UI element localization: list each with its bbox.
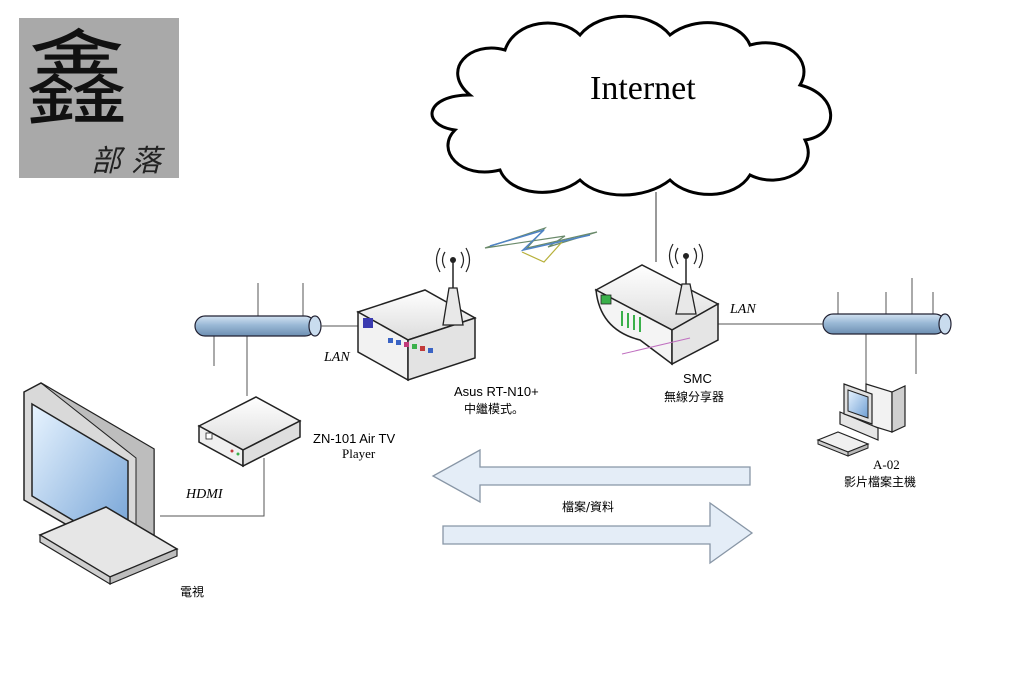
logo-image: 鑫 部落 — [19, 18, 179, 179]
asus-router-name: Asus RT-N10+ — [454, 384, 539, 399]
hdmi-label: HDMI — [186, 487, 223, 502]
logo-main-char: 鑫 — [25, 19, 130, 141]
tv-label: 電視 — [180, 585, 205, 599]
transfer-label: 檔案/資料 — [562, 500, 615, 514]
pc-desc: 影片檔案主機 — [844, 475, 917, 489]
smc-router-desc: 無線分享器 — [664, 390, 725, 404]
asus-router-icon — [356, 247, 477, 382]
hdmi-link-line — [160, 458, 265, 517]
smc-router-name: SMC — [683, 371, 712, 386]
player-name: ZN-101 Air TV — [313, 431, 396, 446]
wireless-signal-icon — [484, 226, 598, 263]
pc-name: A-02 — [873, 457, 900, 472]
media-player-icon — [197, 396, 302, 468]
desktop-pc-icon — [816, 383, 906, 457]
lan-bus-right — [718, 278, 952, 384]
lan-right-label: LAN — [730, 302, 756, 317]
smc-router-icon — [594, 243, 720, 366]
asus-router-mode: 中繼模式。 — [464, 402, 525, 416]
tv-monitor-icon — [23, 382, 179, 586]
internet-label: Internet — [590, 70, 696, 107]
internet-cloud-icon — [430, 14, 833, 197]
lan-left-label: LAN — [324, 350, 350, 365]
logo-sub-text: 部落 — [91, 144, 171, 179]
lan-bus-left — [194, 283, 358, 396]
transfer-arrow-left-icon — [431, 448, 751, 504]
player-sub: Player — [342, 446, 376, 461]
transfer-arrow-right-icon — [442, 501, 754, 565]
